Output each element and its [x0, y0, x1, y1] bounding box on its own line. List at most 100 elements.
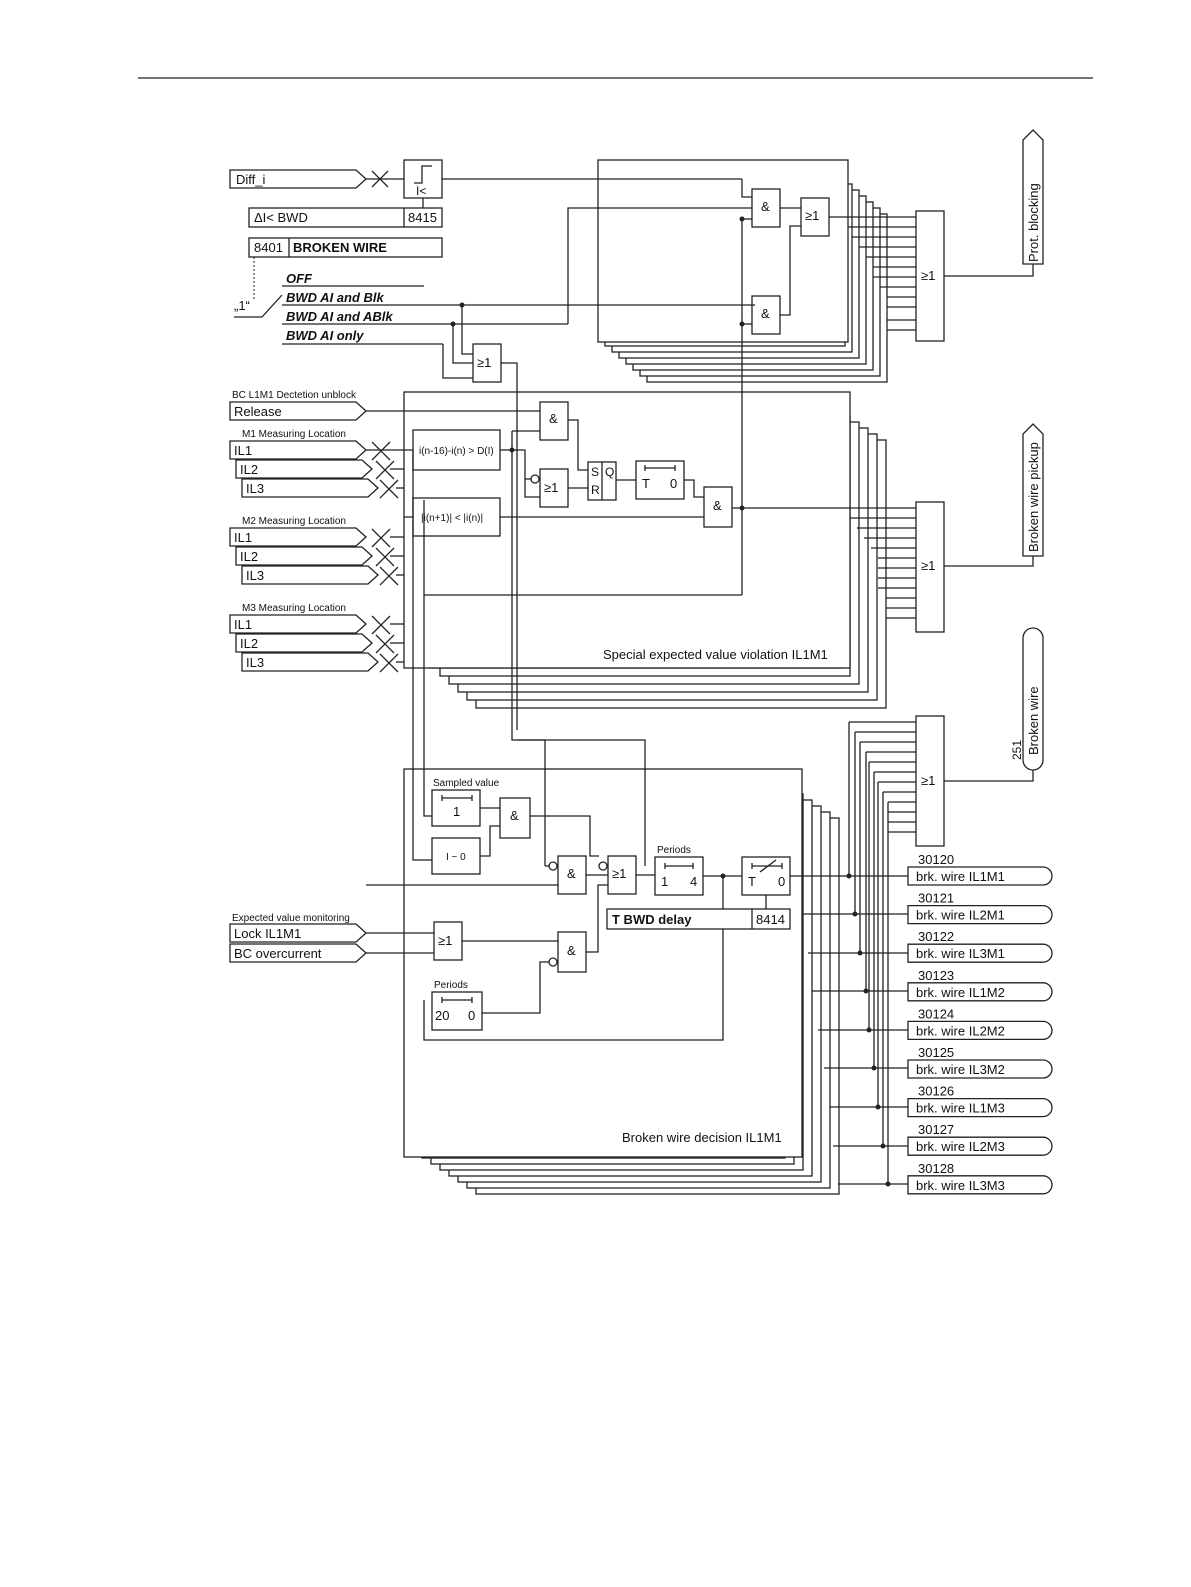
- svg-text:Release: Release: [234, 404, 282, 419]
- svg-text:&: &: [567, 866, 576, 881]
- svg-text:M3 Measuring Location: M3 Measuring Location: [242, 603, 346, 614]
- output-prot-blocking: Prot. blocking: [1022, 129, 1044, 265]
- svg-text:BC L1M1 Dectetion unblock: BC L1M1 Dectetion unblock: [232, 390, 357, 401]
- svg-text:S: S: [591, 465, 599, 479]
- brk-output-number: 30126: [918, 1084, 954, 1099]
- svg-text:Diff_i: Diff_i: [236, 172, 265, 187]
- svg-text:&: &: [713, 498, 722, 513]
- region3-fanout: ≥1: [802, 715, 1034, 1187]
- svg-text:Broken wire decision IL1M1: Broken wire decision IL1M1: [622, 1130, 782, 1145]
- region1-gates: & & ≥1 ≥1: [567, 179, 1034, 595]
- brk-output-number: 30122: [918, 929, 954, 944]
- brk-output-label: brk. wire IL1M1: [916, 869, 1005, 884]
- svg-text:BC overcurrent: BC overcurrent: [234, 946, 322, 961]
- brk-output-number: 30125: [918, 1045, 954, 1060]
- svg-text:≥1: ≥1: [438, 933, 452, 948]
- svg-text:Sampled value: Sampled value: [433, 778, 500, 789]
- svg-text:IL2: IL2: [240, 549, 258, 564]
- input-release: BC L1M1 Dectetion unblock Release: [229, 390, 540, 421]
- svg-text:Special expected value violati: Special expected value violation IL1M1: [603, 647, 828, 662]
- brk-output-7: 30127 brk. wire IL2M3: [907, 1122, 1053, 1156]
- svg-text:≥1: ≥1: [544, 480, 558, 495]
- svg-text:Lock IL1M1: Lock IL1M1: [234, 926, 301, 941]
- brk-output-label: brk. wire IL3M3: [916, 1178, 1005, 1193]
- svg-text:„1“: „1“: [234, 298, 250, 313]
- brk-output-number: 30121: [918, 891, 954, 906]
- svg-text:I ~ 0: I ~ 0: [446, 852, 466, 863]
- svg-text:Prot. blocking: Prot. blocking: [1026, 183, 1041, 262]
- svg-text:IL3: IL3: [246, 568, 264, 583]
- svg-text:≥1: ≥1: [921, 773, 935, 788]
- svg-text:&: &: [567, 943, 576, 958]
- output-broken-wire: Broken wire 251: [1010, 627, 1044, 771]
- svg-text:8414: 8414: [756, 912, 785, 927]
- svg-text:Periods: Periods: [434, 980, 468, 991]
- svg-text:&: &: [549, 411, 558, 426]
- svg-text:0: 0: [468, 1008, 475, 1023]
- svg-text:ΔI< BWD: ΔI< BWD: [254, 210, 308, 225]
- brk-output-number: 30127: [918, 1122, 954, 1137]
- svg-text:T: T: [642, 476, 650, 491]
- svg-text:BWD AI only: BWD AI only: [286, 328, 364, 343]
- brk-output-label: brk. wire IL3M2: [916, 1062, 1005, 1077]
- svg-text:|i(n+1)| < |i(n)|: |i(n+1)| < |i(n)|: [421, 513, 483, 524]
- svg-text:≥1: ≥1: [921, 268, 935, 283]
- brk-output-0: 30120 brk. wire IL1M1: [907, 852, 1053, 886]
- svg-text:T BWD delay: T BWD delay: [612, 912, 692, 927]
- svg-text:&: &: [510, 808, 519, 823]
- svg-text:I<: I<: [416, 184, 426, 198]
- measuring-m1: M1 Measuring Location IL1 IL2 IL3: [229, 429, 413, 499]
- svg-text:OFF: OFF: [286, 271, 313, 286]
- svg-text:&: &: [761, 199, 770, 214]
- svg-text:8401: 8401: [254, 240, 283, 255]
- svg-text:Expected value monitoring: Expected value monitoring: [232, 913, 350, 924]
- brk-output-label: brk. wire IL1M2: [916, 985, 1005, 1000]
- measuring-m3: M3 Measuring Location IL1 IL2 IL3: [229, 603, 404, 673]
- svg-text:4: 4: [690, 874, 697, 889]
- svg-text:Broken wire pickup: Broken wire pickup: [1026, 442, 1041, 552]
- svg-text:&: &: [761, 306, 770, 321]
- threshold-block: I<: [403, 159, 742, 199]
- svg-text:IL2: IL2: [240, 462, 258, 477]
- output-broken-wire-pickup: Broken wire pickup: [1022, 423, 1044, 557]
- region2-or: ≥1: [850, 501, 1034, 633]
- param-broken-wire: 8401 BROKEN WIRE: [248, 237, 443, 300]
- brk-output-number: 30120: [918, 852, 954, 867]
- svg-text:BROKEN WIRE: BROKEN WIRE: [293, 240, 387, 255]
- region3-logic: Sampled value 1 I ~ 0 & & ≥1 Periods 1 4…: [229, 739, 908, 1145]
- svg-text:IL2: IL2: [240, 636, 258, 651]
- brk-output-label: brk. wire IL2M3: [916, 1139, 1005, 1154]
- svg-text:251: 251: [1010, 740, 1024, 760]
- measuring-m2: M2 Measuring Location IL1 IL2 IL3: [229, 516, 404, 586]
- svg-text:IL1: IL1: [234, 443, 252, 458]
- or-gate-mode: ≥1: [442, 302, 518, 730]
- input-diff-i: Diff_i: [229, 169, 404, 189]
- svg-text:IL3: IL3: [246, 481, 264, 496]
- svg-text:≥1: ≥1: [805, 208, 819, 223]
- svg-text:Broken wire: Broken wire: [1026, 686, 1041, 755]
- svg-text:Periods: Periods: [657, 845, 691, 856]
- svg-text:≥1: ≥1: [477, 355, 491, 370]
- svg-text:20: 20: [435, 1008, 449, 1023]
- svg-text:M2 Measuring Location: M2 Measuring Location: [242, 516, 346, 527]
- brk-output-label: brk. wire IL2M2: [916, 1023, 1005, 1038]
- svg-text:1: 1: [661, 874, 668, 889]
- svg-text:0: 0: [670, 476, 677, 491]
- svg-text:BWD AI and Blk: BWD AI and Blk: [286, 290, 385, 305]
- svg-text:Q: Q: [605, 465, 614, 479]
- param-delta-i: ΔI< BWD 8415: [248, 198, 443, 228]
- svg-text:M1 Measuring Location: M1 Measuring Location: [242, 429, 346, 440]
- region2-logic: i(n-16)-i(n) > D(I) |i(n+1)| < |i(n)| & …: [404, 401, 916, 866]
- svg-text:8415: 8415: [408, 210, 437, 225]
- brk-output-number: 30124: [918, 1006, 954, 1021]
- svg-text:≥1: ≥1: [612, 866, 626, 881]
- svg-text:IL3: IL3: [246, 655, 264, 670]
- svg-text:BWD AI and ABlk: BWD AI and ABlk: [286, 309, 393, 324]
- svg-text:R: R: [591, 483, 600, 497]
